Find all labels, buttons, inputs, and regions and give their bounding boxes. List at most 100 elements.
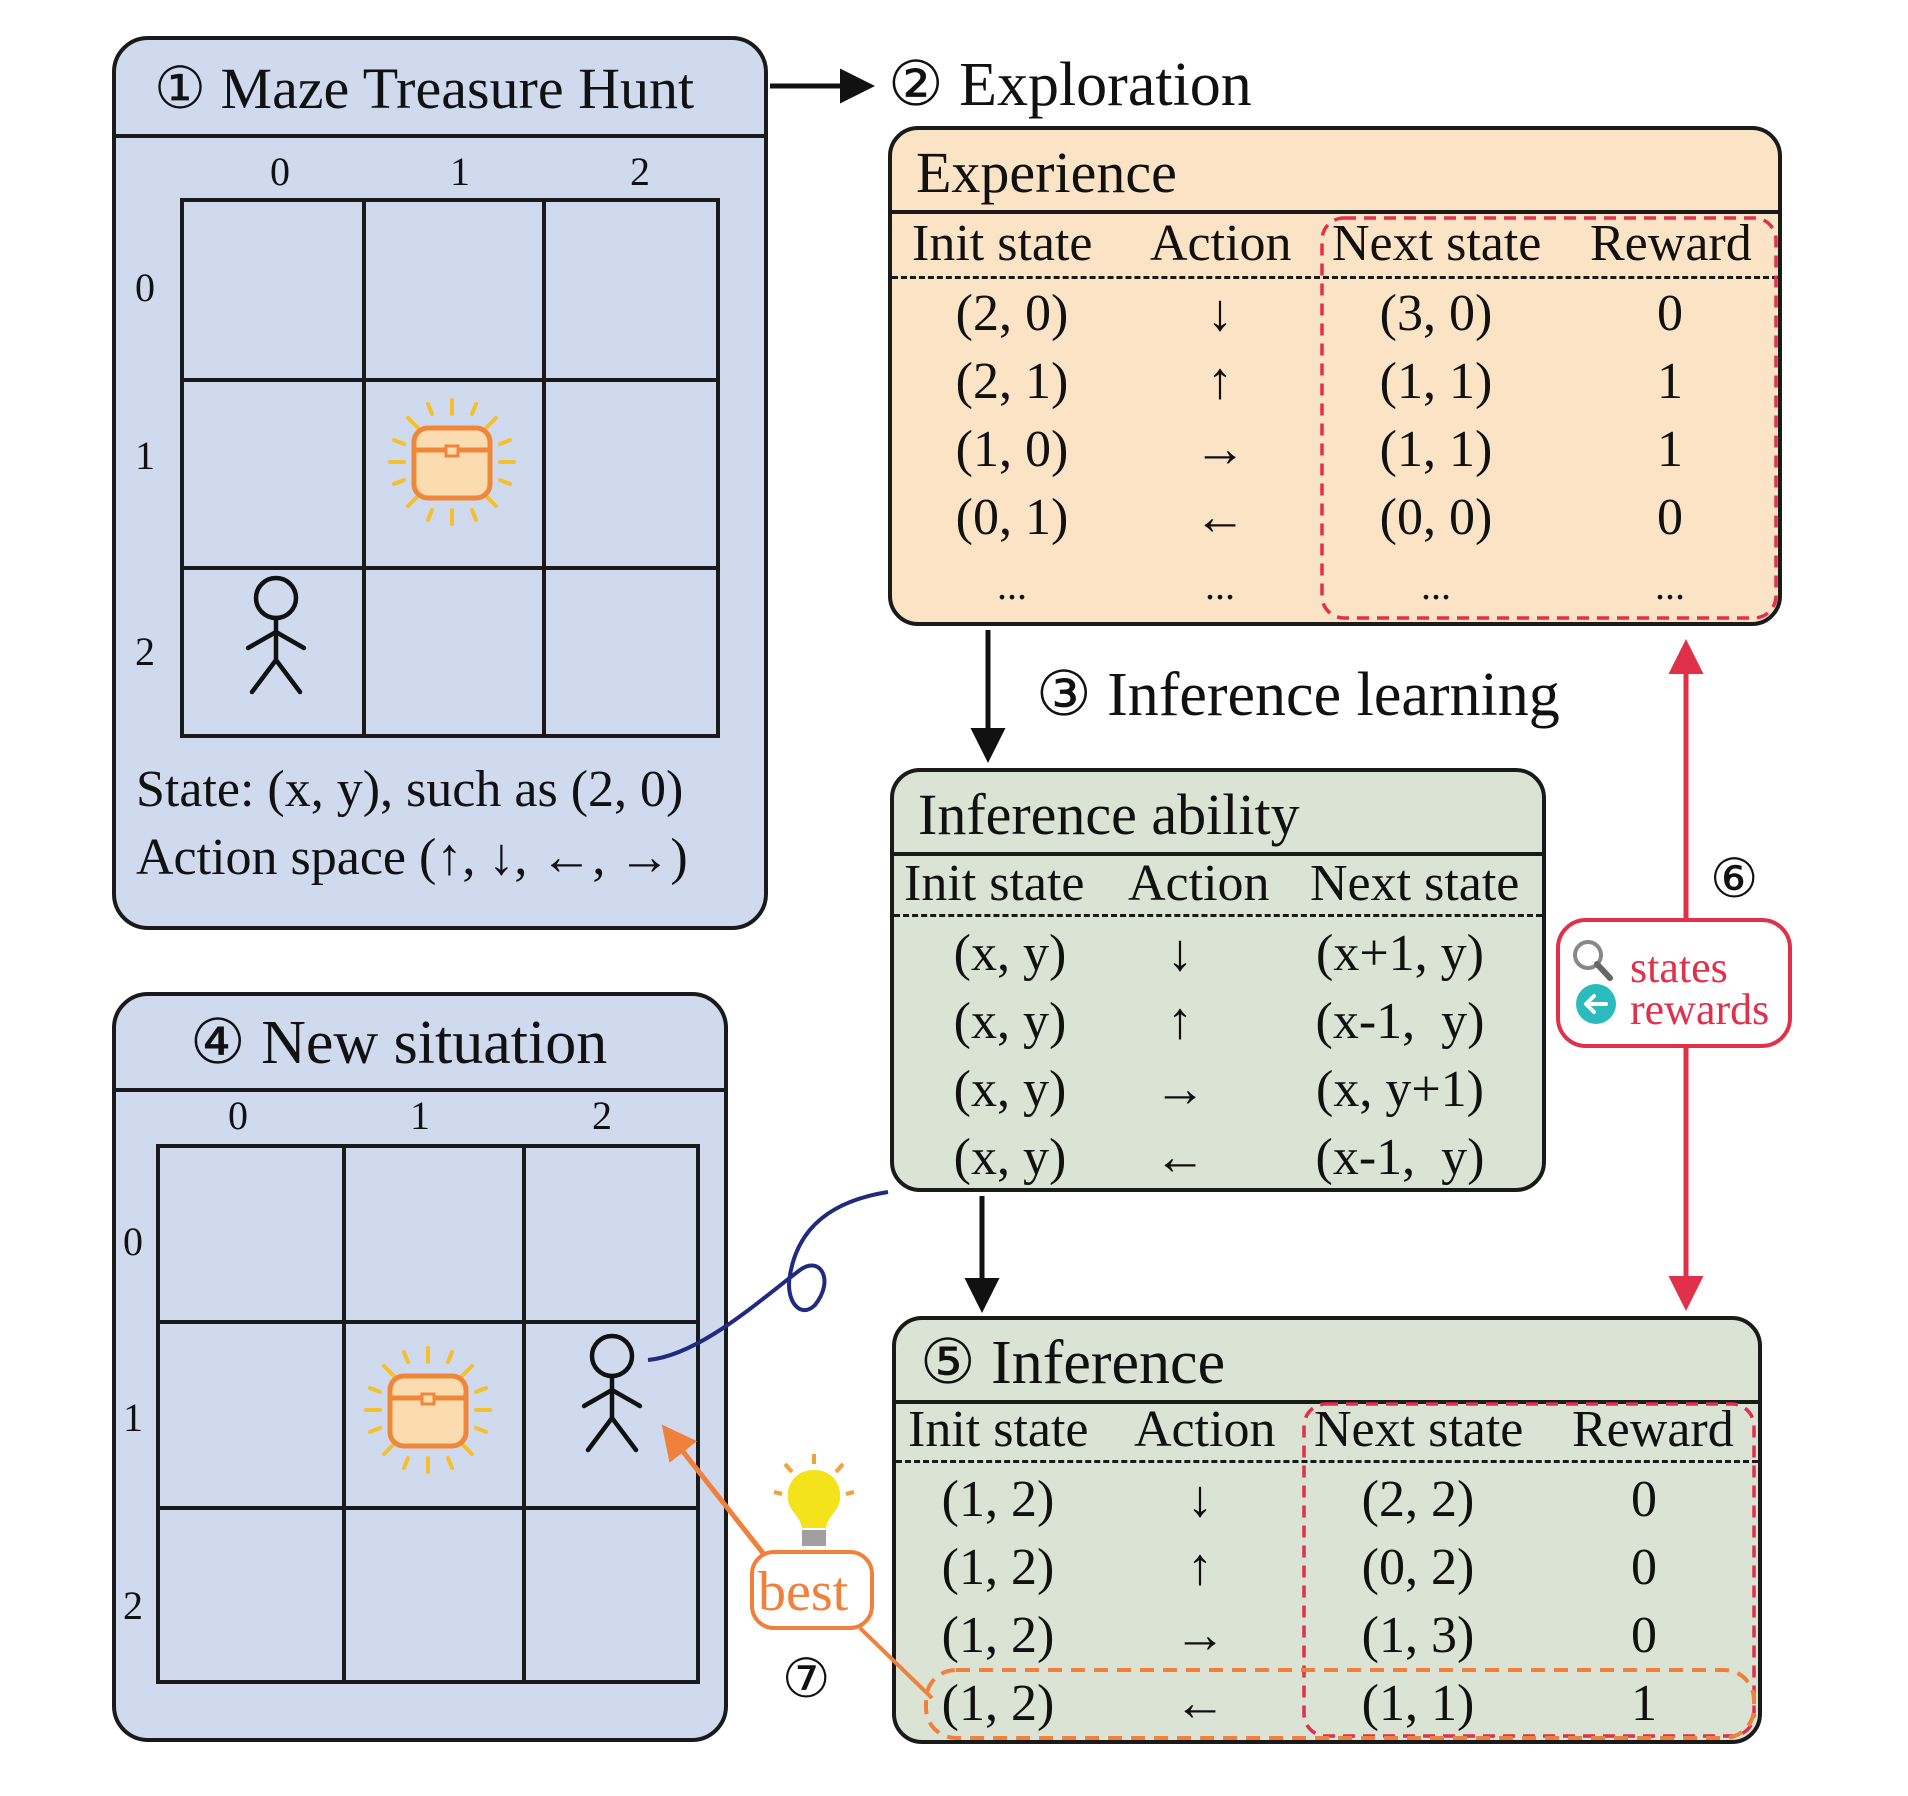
- rewards-label: rewards: [1630, 985, 1770, 1034]
- new-col-label-0: 0: [228, 1093, 248, 1138]
- maze-panel-title: ① Maze Treasure Hunt: [154, 56, 695, 121]
- experience-r1-action: ↑: [1207, 353, 1233, 410]
- maze-panel: ① Maze Treasure Hunt: [112, 36, 768, 930]
- inference-ability-title: Inference ability: [918, 782, 1300, 847]
- agent-figure-icon-new: [581, 1333, 643, 1453]
- experience-title-bar: Experience: [892, 130, 1778, 214]
- inference-r1-next: (0, 2): [1361, 1539, 1475, 1596]
- ability-r0-action: ↓: [1167, 925, 1193, 982]
- inference-dashed-highlight: [1302, 1402, 1756, 1738]
- magnifier-icon: [1573, 940, 1613, 981]
- experience-header-divider: [892, 276, 1778, 279]
- ability-r0-next: (x+1, y): [1316, 925, 1484, 982]
- best-arrow-to-agent: [661, 1424, 772, 1564]
- experience-r4-reward: ...: [1655, 563, 1685, 608]
- experience-r2-action: →: [1194, 421, 1246, 478]
- new-row-label-1: 1: [123, 1395, 143, 1440]
- inference-r0-next: (2, 2): [1361, 1471, 1475, 1528]
- inference-r2-action: →: [1174, 1607, 1226, 1664]
- states-label: states: [1630, 943, 1728, 992]
- experience-r4-next: ...: [1421, 563, 1451, 608]
- inference-header-next-state: Next state: [1314, 1401, 1524, 1458]
- inference-r0-init: (1, 2): [941, 1471, 1055, 1528]
- step7-number: ⑦: [782, 1649, 831, 1709]
- experience-header-reward: Reward: [1590, 215, 1752, 272]
- inference-r3-next: (1, 1): [1361, 1675, 1475, 1732]
- experience-r3-action: ←: [1194, 489, 1246, 546]
- inference-r2-next: (1, 3): [1361, 1607, 1475, 1664]
- inference-header-action: Action: [1134, 1401, 1276, 1458]
- experience-r0-next: (3, 0): [1379, 285, 1493, 342]
- experience-r1-reward: 1: [1657, 353, 1683, 410]
- inference-panel: ⑤ Inference: [892, 1316, 1762, 1744]
- inference-r0-action: ↓: [1187, 1471, 1213, 1528]
- new-row-label-0: 0: [123, 1219, 143, 1264]
- inference-r0-reward: 0: [1631, 1471, 1657, 1528]
- experience-r0-init: (2, 0): [955, 285, 1069, 342]
- back-arrow-circle-icon: [1576, 984, 1616, 1024]
- treasure-chest-icon: [388, 398, 516, 526]
- new-col-label-2: 2: [592, 1093, 612, 1138]
- experience-dashed-highlight: [1320, 216, 1778, 620]
- agent-figure-icon: [245, 575, 307, 695]
- action-space-description: Action space (↑, ↓, ←, →): [136, 829, 688, 886]
- treasure-chest-icon-new: [364, 1346, 492, 1474]
- experience-r3-init: (0, 1): [955, 489, 1069, 546]
- inference-r3-reward: 1: [1631, 1675, 1657, 1732]
- inference-title: ⑤ Inference: [920, 1329, 1226, 1397]
- new-situation-grid: [156, 1144, 700, 1684]
- ability-r1-next: (x-1, y): [1315, 993, 1485, 1050]
- new-situation-panel: ④ New situation: [112, 992, 728, 1742]
- experience-r1-next: (1, 1): [1379, 353, 1493, 410]
- new-situation-title: ④ New situation: [190, 1009, 608, 1077]
- exploration-heading: ② Exploration: [888, 51, 1252, 119]
- ability-r0-init: (x, y): [953, 925, 1067, 982]
- inference-header-init-state: Init state: [908, 1401, 1089, 1458]
- inference-r3-action: ←: [1174, 1675, 1226, 1732]
- experience-title: Experience: [916, 140, 1177, 205]
- ability-r3-next: (x-1, y): [1315, 1129, 1485, 1186]
- experience-header-action: Action: [1150, 215, 1292, 272]
- inference-ability-title-bar: Inference ability: [894, 772, 1542, 856]
- maze-row-label-2: 2: [135, 629, 155, 674]
- inference-header-divider: [896, 1460, 1758, 1463]
- experience-r0-action: ↓: [1207, 285, 1233, 342]
- experience-r3-reward: 0: [1657, 489, 1683, 546]
- ability-r2-action: →: [1154, 1061, 1206, 1118]
- ability-header-next-state: Next state: [1310, 855, 1520, 912]
- inference-link-curve: [647, 1190, 889, 1362]
- new-row-label-2: 2: [123, 1583, 143, 1628]
- ability-r1-action: ↑: [1167, 993, 1193, 1050]
- inference-r2-init: (1, 2): [941, 1607, 1055, 1664]
- ability-r3-init: (x, y): [953, 1129, 1067, 1186]
- ability-r2-next: (x, y+1): [1316, 1061, 1484, 1118]
- maze-col-label-2: 2: [630, 149, 650, 194]
- best-row-dashed-highlight: [924, 1668, 1756, 1740]
- best-to-row-connector: [858, 1626, 934, 1700]
- maze-grid: [180, 198, 720, 738]
- inference-r1-init: (1, 2): [941, 1539, 1055, 1596]
- ability-header-action: Action: [1128, 855, 1270, 912]
- experience-r0-reward: 0: [1657, 285, 1683, 342]
- inference-ability-panel: Inference ability: [890, 768, 1546, 1192]
- experience-r2-next: (1, 1): [1379, 421, 1493, 478]
- experience-header-init-state: Init state: [912, 215, 1093, 272]
- inference-header-reward: Reward: [1572, 1401, 1734, 1458]
- lightbulb-icon: [773, 1454, 855, 1546]
- new-situation-title-bar: ④ New situation: [116, 996, 724, 1092]
- experience-panel: Experience: [888, 126, 1782, 626]
- states-rewards-box: [1556, 918, 1792, 1048]
- ability-r3-action: ←: [1154, 1129, 1206, 1186]
- step6-number: ⑥: [1710, 849, 1759, 909]
- inference-r3-init: (1, 2): [941, 1675, 1055, 1732]
- experience-r2-init: (1, 0): [955, 421, 1069, 478]
- ability-r2-init: (x, y): [953, 1061, 1067, 1118]
- inference-title-bar: ⑤ Inference: [896, 1320, 1758, 1404]
- new-col-label-1: 1: [410, 1093, 430, 1138]
- maze-panel-title-bar: ① Maze Treasure Hunt: [116, 40, 764, 138]
- maze-row-label-0: 0: [135, 265, 155, 310]
- ability-header-init-state: Init state: [904, 855, 1085, 912]
- maze-col-label-0: 0: [270, 149, 290, 194]
- experience-r2-reward: 1: [1657, 421, 1683, 478]
